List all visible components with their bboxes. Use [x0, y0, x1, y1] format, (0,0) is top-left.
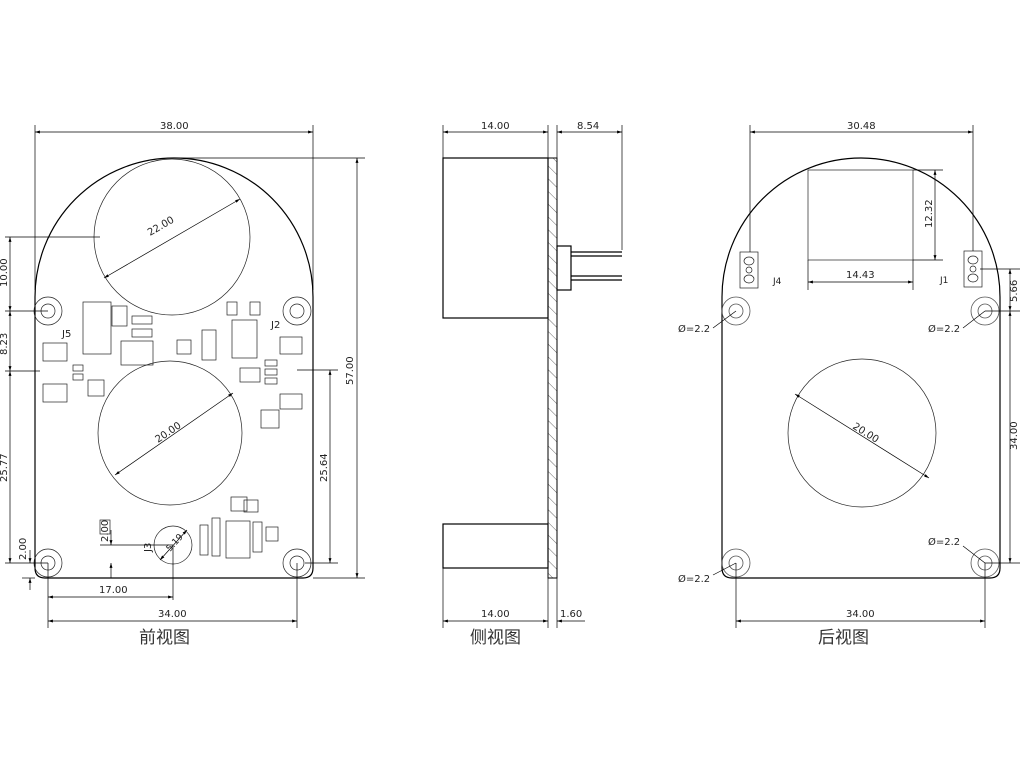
- side-connector: [556, 245, 572, 291]
- top-circle: [93, 158, 251, 316]
- label-j3: J3: [143, 543, 154, 553]
- connector-j4: [739, 251, 759, 289]
- dim-hole-span: 34.00: [158, 609, 187, 620]
- front-dimension-lines: [5, 125, 365, 628]
- dim-back-top: 30.48: [847, 121, 876, 132]
- connector-j1: [963, 250, 983, 288]
- dim-side-body-top: 14.00: [481, 121, 510, 132]
- front-view-caption: 前视图: [139, 628, 190, 648]
- hole-label-top-left: Ø=2.2: [678, 323, 710, 335]
- board-outline: [34, 157, 314, 579]
- dim-back-bottom: 34.00: [846, 609, 875, 620]
- hole-label-top-right: Ø=2.2: [928, 323, 960, 335]
- dim-lower-left: 25.77: [0, 453, 10, 482]
- dim-width-top: 38.00: [160, 121, 189, 132]
- dim-back-vertical: 34.00: [1009, 421, 1020, 450]
- back-rect: [807, 169, 914, 261]
- middle-circle: [97, 360, 243, 506]
- dim-half-span: 17.00: [99, 585, 128, 596]
- dim-side-plate: 1.60: [560, 609, 582, 620]
- dim-side-pins: 8.54: [577, 121, 599, 132]
- dim-lower-right: 25.64: [319, 453, 330, 482]
- dim-back-rect-w: 14.43: [846, 270, 875, 281]
- side-body-upper: [442, 157, 549, 319]
- front-view: J5 J2 J3 38.00 57.00: [0, 121, 365, 648]
- back-view-caption: 后视图: [818, 628, 869, 648]
- mounting-holes: [33, 296, 312, 578]
- side-view: 14.00 8.54 14.00 1.60 侧视图: [442, 121, 623, 648]
- side-view-caption: 侧视图: [470, 628, 521, 648]
- label-j1: J1: [939, 276, 948, 286]
- dim-back-j1-offset: 5.66: [1009, 280, 1020, 302]
- label-j2: J2: [270, 320, 280, 331]
- side-dimension-lines: [442, 125, 623, 628]
- side-body-lower: [442, 523, 549, 569]
- label-j4: J4: [772, 277, 782, 287]
- hole-label-bottom-left: Ø=2.2: [678, 573, 710, 585]
- dim-big-circle: 22.00: [146, 215, 176, 239]
- back-view: J4 J1 30.48 12.32 14.43 5.66 34.00 34.00…: [678, 121, 1020, 648]
- dim-back-circle: 20.00: [850, 421, 880, 446]
- dim-height: 57.00: [345, 356, 356, 385]
- dim-back-rect-h: 12.32: [924, 199, 935, 228]
- dim-mid-circle: 20.00: [154, 420, 184, 445]
- dim-j3-offset: 2.00: [100, 520, 111, 542]
- back-mounting-holes: [721, 296, 1000, 578]
- side-plate: [547, 157, 558, 579]
- dim-side-body-bottom: 14.00: [481, 609, 510, 620]
- hole-label-bottom-right: Ø=2.2: [928, 536, 960, 548]
- dim-hole-upper: 10.00: [0, 258, 10, 287]
- pcb-components: [42, 301, 303, 559]
- back-outline: [721, 157, 1001, 579]
- back-circle: [787, 358, 937, 508]
- dim-bottom-offset: 2.00: [18, 538, 29, 560]
- dim-small-circle: 5.19: [165, 532, 186, 554]
- back-dimension-lines: [712, 125, 1020, 628]
- label-j5: J5: [61, 329, 71, 340]
- dim-hole-gap: 8.23: [0, 333, 10, 355]
